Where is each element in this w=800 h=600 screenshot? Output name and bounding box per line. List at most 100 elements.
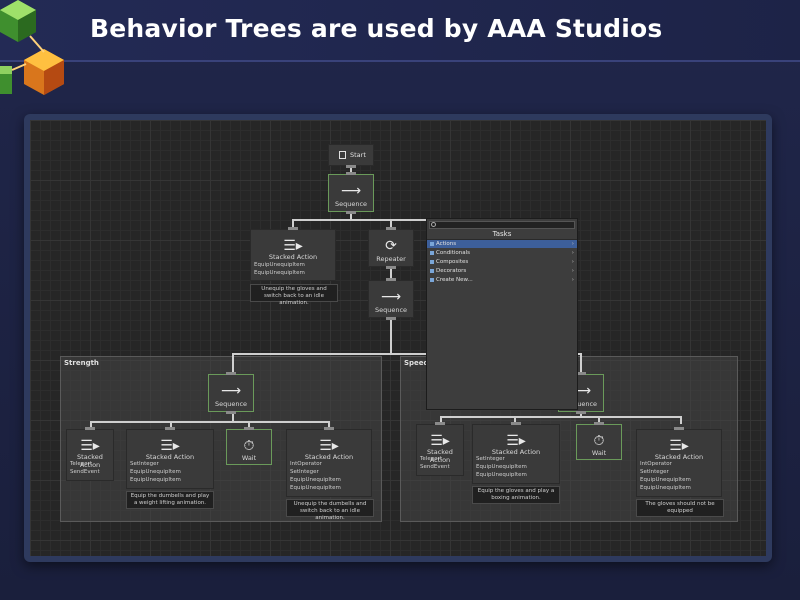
tasks-item-create-new[interactable]: Create New... › — [427, 276, 577, 284]
header-band — [0, 0, 800, 62]
cube-logo-icon — [0, 0, 64, 95]
wire-strength-a1 — [90, 421, 92, 429]
stacked-unequip-node[interactable]: ☰▸ Stacked Action EquipUnequipItem Equip… — [250, 227, 336, 281]
wire-strength-seq-down — [232, 412, 234, 422]
folder-icon — [430, 278, 434, 282]
search-icon — [431, 222, 436, 227]
tasks-item-actions[interactable]: Actions › — [427, 240, 577, 248]
repeater-node[interactable]: ⟳ Repeater — [368, 227, 414, 269]
behavior-tree-canvas[interactable]: Strength Speed Start ⟶ Sequence ☰▸ Stack… — [30, 120, 766, 556]
tasks-item-actions-label: Actions — [436, 241, 457, 247]
tasks-item-conditionals[interactable]: Conditionals › — [427, 249, 577, 257]
strength-action-3-line-3: EquipUnequipItem — [290, 477, 341, 483]
wire-strength-a2 — [170, 421, 172, 429]
strength-action-3-line-2: SetInteger — [290, 469, 319, 475]
speed-action-3-node[interactable]: ☰▸ Stacked Action IntOperator SetInteger… — [636, 427, 722, 497]
stacked-unequip-label: Stacked Action — [268, 253, 318, 261]
stopwatch-icon: ⏱ — [593, 433, 605, 449]
chevron-right-icon: › — [571, 268, 574, 274]
unequip-comment: Unequip the gloves and switch back to an… — [250, 284, 338, 306]
speed-action-2-line-2: EquipUnequipItem — [476, 464, 527, 470]
list-play-icon: ☰▸ — [283, 238, 303, 254]
wire-strength-wait — [248, 421, 250, 429]
tasks-item-create-new-label: Create New... — [436, 277, 473, 283]
speed-action-3-line-2: SetInteger — [640, 469, 669, 475]
tasks-popup[interactable]: Tasks Actions › Conditionals › Composite… — [426, 218, 578, 410]
tasks-item-decorators[interactable]: Decorators › — [427, 267, 577, 275]
list-play-icon: ☰▸ — [80, 438, 100, 454]
speed-action-2-line-1: SetInteger — [476, 456, 505, 462]
wire-speed-a3 — [680, 416, 682, 424]
wire-speed-seq-down — [580, 412, 582, 417]
speed-action-2-label: Stacked Action — [491, 448, 541, 456]
speed-action-3-line-4: EquipUnequipItem — [640, 485, 691, 491]
start-icon — [339, 151, 346, 159]
strength-wait-label: Wait — [241, 454, 257, 462]
wire-root-bus — [292, 219, 432, 221]
strength-action-2-line-2: EquipUnequipItem — [130, 469, 181, 475]
tasks-item-decorators-label: Decorators — [436, 268, 467, 274]
tasks-popup-title: Tasks — [427, 229, 577, 240]
speed-group-title: Speed — [404, 359, 429, 367]
strength-action-2-line-1: SetInteger — [130, 461, 159, 467]
strength-group-title: Strength — [64, 359, 99, 367]
wire-to-strength-seq — [232, 353, 234, 374]
strength-action-2-label: Stacked Action — [145, 453, 195, 461]
chevron-right-icon: › — [571, 250, 574, 256]
folder-icon — [430, 242, 434, 246]
wire-speed-a2 — [514, 416, 516, 424]
strength-action-2-node[interactable]: ☰▸ Stacked Action SetInteger EquipUnequi… — [126, 427, 214, 489]
tasks-search-input[interactable] — [429, 221, 575, 229]
root-sequence-node[interactable]: ⟶ Sequence — [328, 172, 374, 214]
strength-action-3-node[interactable]: ☰▸ Stacked Action IntOperator SetInteger… — [286, 427, 372, 497]
start-node[interactable]: Start — [328, 144, 374, 168]
stacked-unequip-line-1: EquipUnequipItem — [254, 262, 305, 268]
wire-speed-a1 — [440, 416, 442, 424]
root-sequence-label: Sequence — [334, 200, 368, 208]
chevron-right-icon: › — [571, 241, 574, 247]
strength-action-3-comment: Unequip the dumbells and switch back to … — [286, 499, 374, 521]
arrow-right-icon: ⟶ — [380, 289, 402, 305]
tasks-item-composites[interactable]: Composites › — [427, 258, 577, 266]
speed-action-2-node[interactable]: ☰▸ Stacked Action SetInteger EquipUnequi… — [472, 422, 560, 484]
speed-action-1-label: Stacked Action — [427, 448, 453, 464]
stacked-unequip-line-2: EquipUnequipItem — [254, 270, 305, 276]
folder-icon — [430, 269, 434, 273]
tasks-item-conditionals-label: Conditionals — [436, 250, 471, 256]
repeat-icon: ⟳ — [385, 238, 397, 254]
repeater-sequence-node[interactable]: ⟶ Sequence — [368, 278, 414, 320]
speed-action-2-comment: Equip the gloves and play a boxing anima… — [472, 486, 560, 504]
speed-action-3-line-1: IntOperator — [640, 461, 672, 467]
wire-root-down — [350, 212, 352, 220]
wire-speed-wait — [598, 416, 600, 424]
repeater-sequence-label: Sequence — [374, 306, 408, 314]
strength-action-1-line-2: SendEvent — [70, 469, 100, 475]
speed-action-1-node[interactable]: ☰▸ Stacked Action Teleport SendEvent — [416, 422, 464, 476]
start-label: Start — [350, 151, 366, 159]
strength-action-2-line-3: EquipUnequipItem — [130, 477, 181, 483]
list-play-icon: ☰▸ — [319, 438, 339, 454]
strength-action-1-node[interactable]: ☰▸ Stacked Action Teleport SendEvent — [66, 427, 114, 481]
list-play-icon: ☰▸ — [160, 438, 180, 454]
wire-groups-bus — [232, 353, 582, 355]
strength-action-3-line-1: IntOperator — [290, 461, 322, 467]
list-play-icon: ☰▸ — [669, 438, 689, 454]
speed-wait-label: Wait — [591, 449, 607, 457]
strength-action-1-line-1: Teleport — [70, 461, 92, 467]
strength-action-2-comment: Equip the dumbells and play a weight lif… — [126, 491, 214, 509]
list-play-icon: ☰▸ — [506, 433, 526, 449]
speed-action-1-line-1: Teleport — [420, 456, 442, 462]
strength-action-3-line-4: EquipUnequipItem — [290, 485, 341, 491]
wire-start-root — [350, 166, 352, 174]
speed-action-1-line-2: SendEvent — [420, 464, 450, 470]
wire-repeater-seq — [390, 268, 392, 280]
arrow-right-icon: ⟶ — [220, 383, 242, 399]
strength-wait-node[interactable]: ⏱ Wait — [226, 427, 272, 465]
folder-icon — [430, 251, 434, 255]
stopwatch-icon: ⏱ — [243, 438, 255, 454]
speed-wait-node[interactable]: ⏱ Wait — [576, 422, 622, 460]
wire-root-stacked — [292, 219, 294, 229]
folder-icon — [430, 260, 434, 264]
strength-sequence-node[interactable]: ⟶ Sequence — [208, 372, 254, 414]
wire-seq-down — [390, 318, 392, 354]
